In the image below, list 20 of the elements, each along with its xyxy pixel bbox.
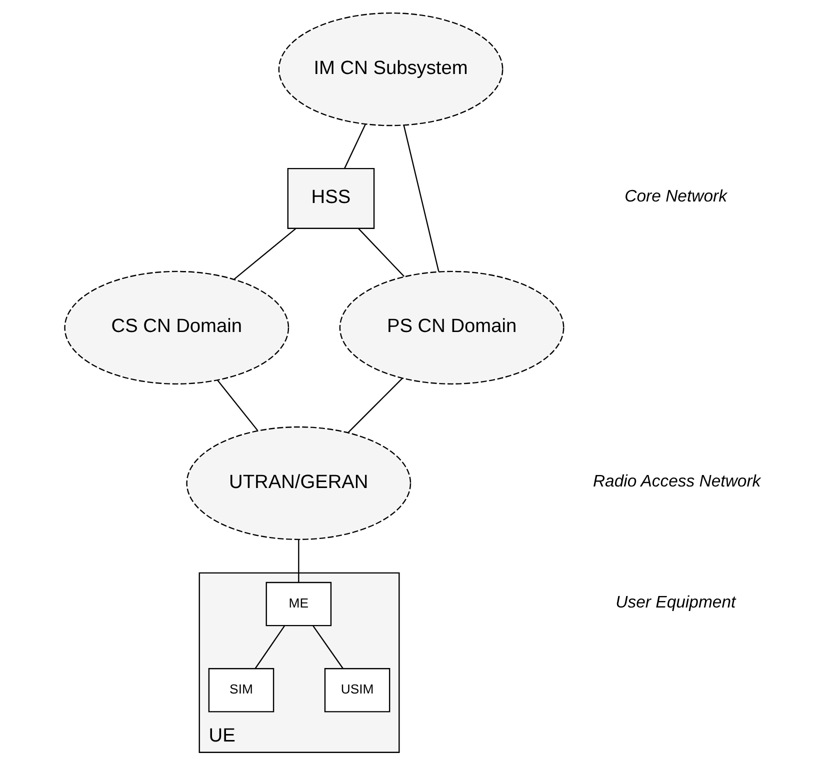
label: Core Network: [624, 186, 726, 206]
node-box: ME: [265, 582, 332, 626]
label: User Equipment: [615, 592, 736, 612]
connector: [298, 539, 299, 582]
label: Radio Access Network: [592, 471, 760, 490]
connector: [233, 228, 296, 280]
node-ellipse: IM CN Subsystem: [278, 12, 503, 126]
node-ellipse: PS CN Domain: [338, 270, 564, 384]
connector: [312, 626, 343, 669]
connector: [254, 626, 284, 669]
node-box: SIM: [208, 668, 274, 712]
node-box: USIM: [324, 668, 390, 712]
connector: [402, 125, 439, 272]
node-ellipse: UTRAN/GERAN: [186, 426, 411, 540]
connector: [347, 378, 402, 433]
connector: [344, 124, 366, 169]
node-box: HSS: [286, 168, 374, 229]
connector: [357, 228, 404, 277]
connector: [216, 380, 258, 431]
node-ellipse: CS CN Domain: [64, 270, 289, 384]
